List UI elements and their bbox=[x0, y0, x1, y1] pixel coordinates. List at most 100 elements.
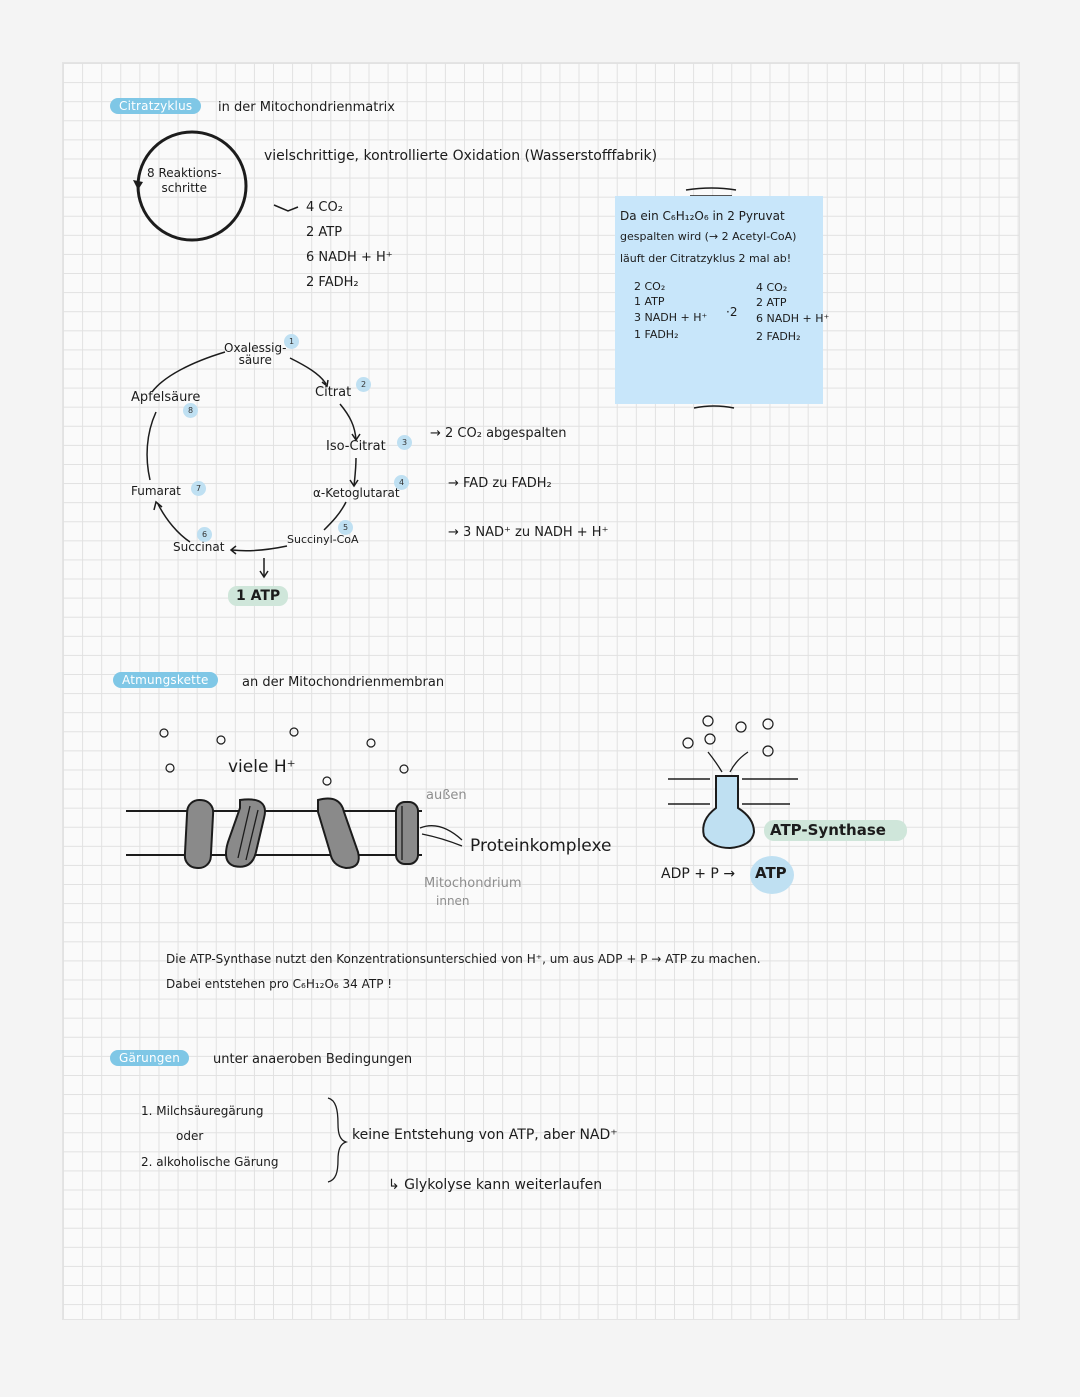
sticky-line-2: gespalten wird (→ 2 Acetyl-CoA) bbox=[620, 230, 797, 243]
citrate-description: vielschrittige, kontrollierte Oxidation … bbox=[264, 148, 658, 164]
ions-label: viele H⁺ bbox=[228, 757, 296, 777]
arrowhead-citrat bbox=[321, 379, 329, 388]
cycle-number-3: 3 bbox=[397, 435, 412, 450]
sticky-left-atp: 1 ATP bbox=[634, 295, 665, 308]
inside-label: innen bbox=[436, 894, 470, 908]
ion-symbol bbox=[762, 718, 774, 730]
atp-synthase-shape bbox=[702, 775, 756, 850]
outside-label: außen bbox=[426, 788, 467, 803]
atp-highlight bbox=[750, 856, 794, 894]
cycle-fumarat: Fumarat bbox=[131, 484, 181, 498]
steps-label: 8 Reaktions- schritte bbox=[147, 166, 222, 195]
arrowhead-keto bbox=[349, 479, 359, 488]
cycle-citrat: Citrat bbox=[315, 385, 352, 400]
cycle-succinat: Succinat bbox=[173, 540, 225, 554]
cycle-number-2: 2 bbox=[356, 377, 371, 392]
fermentation-condition: unter anaeroben Bedingungen bbox=[213, 1052, 413, 1067]
cycle-ketoglutarat: α-Ketoglutarat bbox=[313, 486, 400, 500]
complex-2 bbox=[225, 798, 266, 868]
arc-succinyl-succinat bbox=[231, 545, 288, 552]
complex-1 bbox=[183, 798, 215, 870]
sticky-left-fadh: 1 FADH₂ bbox=[634, 328, 679, 341]
ion-symbol bbox=[735, 721, 747, 733]
cycle-atp-badge: 1 ATP bbox=[228, 586, 289, 606]
complex-pointer-1 bbox=[419, 825, 463, 841]
arrowhead-succinat bbox=[229, 545, 237, 555]
cycle-number-5: 5 bbox=[338, 520, 353, 535]
ion-symbol bbox=[366, 738, 376, 748]
product-nadh: 6 NADH + H⁺ bbox=[306, 250, 393, 265]
mito-label: Mitochondrium bbox=[424, 876, 522, 891]
arc-keto-succinyl bbox=[323, 501, 347, 531]
product-co2: 4 CO₂ bbox=[306, 200, 343, 215]
arrowhead-iso bbox=[351, 433, 361, 442]
cycle-apfelsaeure: Apfelsäure bbox=[131, 390, 201, 405]
cycle-isocitrat: Iso-Citrat bbox=[326, 439, 386, 454]
cycle-succinylcoa: Succinyl-CoA bbox=[287, 533, 359, 546]
arc-iso-keto bbox=[353, 457, 357, 487]
products-arrow bbox=[273, 204, 299, 212]
arc-oxal-citrat bbox=[289, 357, 327, 385]
cycle-number-8: 8 bbox=[183, 403, 198, 418]
ion-symbol bbox=[216, 735, 226, 745]
complexes-label: Proteinkomplexe bbox=[470, 836, 612, 856]
grid-paper bbox=[62, 62, 1020, 1320]
fermentation-item-1: 1. Milchsäuregärung bbox=[141, 1104, 264, 1118]
ion-symbol bbox=[762, 745, 774, 757]
section-tag-gaerungen: Gärungen bbox=[110, 1050, 190, 1066]
synthase-inflow-1 bbox=[707, 751, 723, 773]
synthase-inflow-2 bbox=[729, 751, 749, 773]
summary-line-2: Dabei entstehen pro C₆H₁₂O₆ 34 ATP ! bbox=[166, 977, 393, 991]
ion-symbol bbox=[702, 715, 714, 727]
ion-symbol bbox=[165, 763, 175, 773]
note-fad: → FAD zu FADH₂ bbox=[448, 476, 552, 491]
synthase-highlight bbox=[764, 820, 907, 841]
steps-circle-arrow bbox=[133, 180, 143, 190]
ion-symbol bbox=[159, 728, 169, 738]
ion-symbol bbox=[322, 776, 332, 786]
note-nad: → 3 NAD⁺ zu NADH + H⁺ bbox=[448, 525, 609, 540]
section-tag-citratzyklus: Citratzyklus bbox=[110, 98, 202, 114]
cycle-number-1: 1 bbox=[284, 334, 299, 349]
synthase-membrane bbox=[668, 778, 798, 805]
arrowhead-fumarat bbox=[153, 500, 163, 511]
complex-2-stripes bbox=[237, 805, 259, 861]
arc-citrat-iso bbox=[339, 403, 357, 441]
fermentation-item-2: 2. alkoholische Gärung bbox=[141, 1155, 279, 1169]
arc-succinat-fumarat bbox=[157, 503, 191, 543]
cycle-number-4: 4 bbox=[394, 475, 409, 490]
arc-fumarat-apfel bbox=[146, 411, 157, 481]
ion-symbol bbox=[289, 727, 299, 737]
note-co2: → 2 CO₂ abgespalten bbox=[430, 426, 567, 441]
sticky-line-1: Da ein C₆H₁₂O₆ in 2 Pyruvat bbox=[620, 209, 785, 223]
ion-symbol bbox=[682, 737, 694, 749]
arc-apfel-oxal bbox=[151, 351, 226, 393]
sticky-right-co2: 4 CO₂ bbox=[756, 281, 788, 294]
atp-arrowhead bbox=[259, 570, 269, 579]
synthase-equation: ADP + P → bbox=[661, 866, 736, 882]
complex-4 bbox=[395, 801, 419, 865]
sticky-factor: ·2 bbox=[726, 305, 738, 319]
complex-3 bbox=[317, 797, 360, 870]
summary-line-1: Die ATP-Synthase nutzt den Konzentration… bbox=[166, 952, 761, 966]
sticky-left-nadh: 3 NADH + H⁺ bbox=[634, 311, 708, 324]
synthase-atp: ATP bbox=[755, 864, 787, 882]
sticky-left-co2: 2 CO₂ bbox=[634, 280, 666, 293]
section-tag-atmungskette: Atmungskette bbox=[113, 672, 218, 688]
sticky-line-3: läuft der Citratzyklus 2 mal ab! bbox=[620, 252, 792, 265]
synthase-label: ATP-Synthase bbox=[770, 821, 886, 839]
fermentation-brace bbox=[327, 1097, 349, 1183]
complex-pointer-2 bbox=[421, 833, 463, 847]
product-atp: 2 ATP bbox=[306, 225, 343, 240]
cycle-oxalessig: Oxalessig- säure bbox=[224, 341, 287, 367]
ion-symbol bbox=[399, 764, 409, 774]
fermentation-or: oder bbox=[176, 1129, 204, 1143]
citrate-location: in der Mitochondrienmatrix bbox=[218, 100, 395, 115]
sticky-right-atp: 2 ATP bbox=[756, 296, 787, 309]
sticky-right-fadh: 2 FADH₂ bbox=[756, 330, 801, 343]
sticky-right-nadh: 6 NADH + H⁺ bbox=[756, 312, 830, 325]
product-fadh: 2 FADH₂ bbox=[306, 275, 359, 290]
fermentation-consequence: ↳ Glykolyse kann weiterlaufen bbox=[388, 1177, 603, 1193]
respiration-location: an der Mitochondrienmembran bbox=[242, 675, 445, 690]
cycle-number-6: 6 bbox=[197, 527, 212, 542]
